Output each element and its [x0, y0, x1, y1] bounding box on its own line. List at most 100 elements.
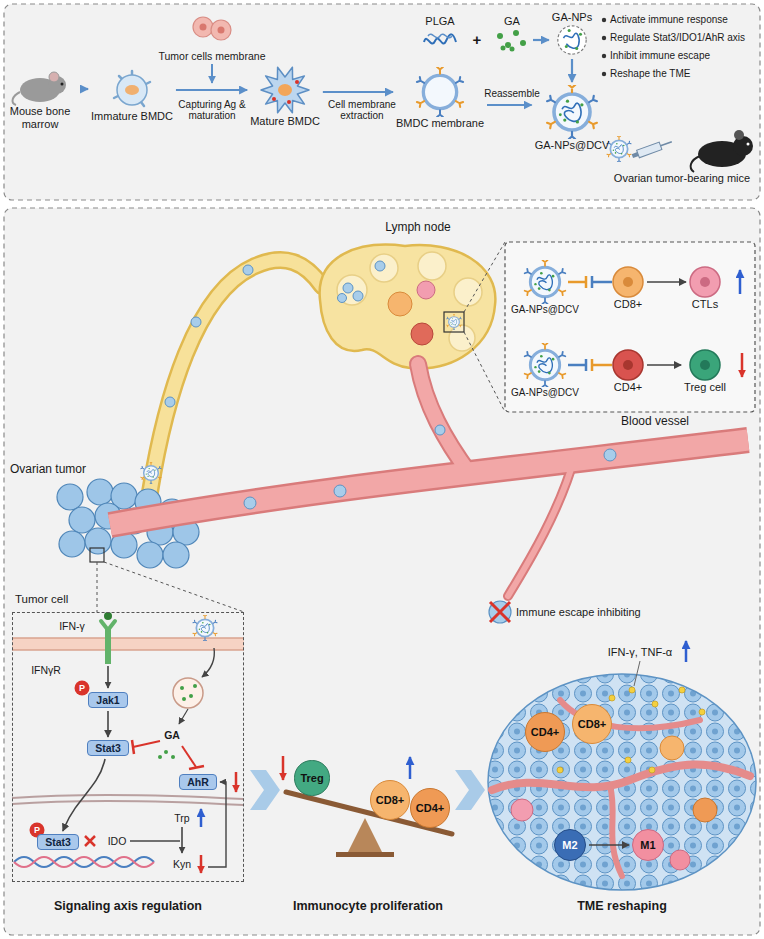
node-label: M2	[562, 839, 577, 852]
node-label: Stat3	[45, 836, 71, 848]
node-label: CD4+	[612, 381, 644, 394]
bullet-text: Regulate Stat3/IDO1/AhR axis	[610, 32, 745, 44]
cell-circle: CD4+	[410, 788, 450, 828]
cell-circle: Treg	[294, 760, 329, 795]
node-label: Treg cell	[684, 381, 726, 394]
node-label: GA-NPs@DCV	[535, 139, 610, 152]
chevron-arrow	[250, 770, 280, 810]
component-label: Tumor cells membrane	[159, 50, 266, 62]
inset-box	[505, 242, 755, 412]
cell-circle: CD4+	[525, 712, 565, 752]
flow-arrow	[83, 88, 88, 90]
blocked-cell	[489, 601, 511, 623]
protein-box: Stat3	[37, 834, 79, 850]
flow-arrow	[647, 364, 681, 366]
injection-drawing	[607, 130, 753, 172]
callout-square	[444, 312, 464, 332]
effect-label: Immune escape inhibiting	[516, 606, 641, 619]
up-arrow	[739, 270, 742, 294]
molecule-label: IFNγR	[31, 664, 61, 676]
down-arrow	[741, 353, 744, 377]
flow-arrow	[571, 59, 573, 82]
edge-label: Reassemble	[484, 88, 540, 100]
organ-label: Blood vessel	[621, 415, 689, 429]
node-label: CD8+	[578, 718, 606, 731]
flow-arrow	[323, 91, 393, 93]
mouse-icon: Mouse bone marrow	[0, 71, 80, 130]
protein-box: AhR	[179, 774, 217, 790]
flow-arrow	[533, 39, 549, 41]
molecule-label: Kyn	[173, 858, 191, 870]
cell-icon: CD8+	[612, 266, 644, 311]
section-title: Immunocyte proliferation	[293, 899, 443, 913]
flow-arrow	[589, 844, 629, 846]
molecule-label: IDO	[108, 835, 127, 847]
cell-icon: CTLs	[689, 266, 721, 311]
cytokine-label: IFN-γ, TNF-α	[608, 646, 672, 659]
node-label: GA-NPs@DCV	[511, 304, 579, 316]
node-label: CD8+	[612, 298, 644, 311]
cell-icon: CD4+	[612, 349, 644, 394]
node-label: Jak1	[96, 694, 119, 706]
node-label: Mouse bone marrow	[0, 105, 80, 130]
callout-square	[90, 548, 104, 562]
blood-vessel	[110, 364, 748, 596]
flow-arrow	[647, 281, 686, 283]
flow-arrow	[63, 759, 105, 831]
bullet-text: Reshape the TME	[610, 68, 690, 80]
tumor-cells-drawing	[193, 17, 231, 40]
node-label: PLGA	[422, 15, 458, 28]
node-label: Tumor cell	[15, 593, 68, 606]
tumor-microenvironment	[488, 641, 756, 890]
lymph-vessel	[150, 260, 322, 492]
protein-box: Stat3	[87, 740, 129, 756]
cell-circle: M1	[632, 829, 664, 861]
chevron-arrow	[455, 770, 485, 810]
molecule-label: IFN-γ	[59, 620, 85, 632]
bullet-dots	[602, 18, 606, 76]
cell-icon: Mature BMDC	[250, 65, 320, 128]
section-title: TME reshaping	[577, 899, 667, 913]
cell-circle: CD8+	[572, 704, 612, 744]
node-label: CD4+	[416, 802, 444, 815]
cell-icon: Immature BMDC	[91, 70, 173, 123]
section-title: Signaling axis regulation	[54, 899, 202, 913]
flow-arrow	[107, 711, 109, 737]
vaccine-icon: GA-NPs@DCV	[511, 343, 579, 399]
bottom-panel	[4, 208, 760, 935]
bullet-text: Activate immune response	[610, 14, 728, 26]
node-label: Immature BMDC	[91, 110, 173, 123]
cell-circle: M2	[554, 829, 586, 861]
node-label: M1	[640, 839, 655, 852]
down-arrow	[211, 64, 213, 83]
vaccine-icon: GA-NPs@DCV	[535, 85, 610, 152]
phospho-mark: P	[79, 683, 85, 693]
node-label: Ovarian tumor-bearing mice	[607, 172, 757, 185]
nanoparticle-drawing	[558, 26, 586, 54]
phospho-mark: P	[34, 825, 40, 835]
membrane-icon: BMDC membrane	[396, 67, 484, 130]
protein-box: Jak1	[88, 692, 127, 708]
node-label: CD8+	[376, 794, 404, 807]
signaling-drawing	[12, 612, 244, 873]
nanoparticle-icon: GA-NPs	[552, 11, 592, 56]
vaccine-icon: GA-NPs@DCV	[511, 260, 579, 316]
balance-drawing	[283, 756, 452, 857]
cell-circle: CD8+	[370, 780, 410, 820]
mouse-icon: Ovarian tumor-bearing mice	[607, 128, 757, 185]
immature-cell-drawing	[114, 71, 150, 106]
lymph-node-drawing	[320, 245, 496, 369]
node-label: GA-NPs@DCV	[511, 387, 579, 399]
node-label: AhR	[187, 776, 209, 788]
vaccine-drawing	[547, 85, 597, 139]
polymer-icon: PLGA	[422, 15, 458, 52]
mouse-drawing	[13, 72, 66, 105]
callout-panel: Tumor cellJak1Stat3AhRStat3	[12, 612, 244, 882]
plus-sign: +	[473, 31, 482, 48]
bullet-text: Inhibit immune escape	[610, 50, 710, 62]
polymer-drawing	[424, 34, 456, 43]
drug-dots	[497, 30, 526, 52]
molecule-label: Trp	[174, 812, 189, 824]
edge-label: Cell membrane extraction	[322, 99, 402, 122]
node-label: Treg	[300, 772, 323, 785]
